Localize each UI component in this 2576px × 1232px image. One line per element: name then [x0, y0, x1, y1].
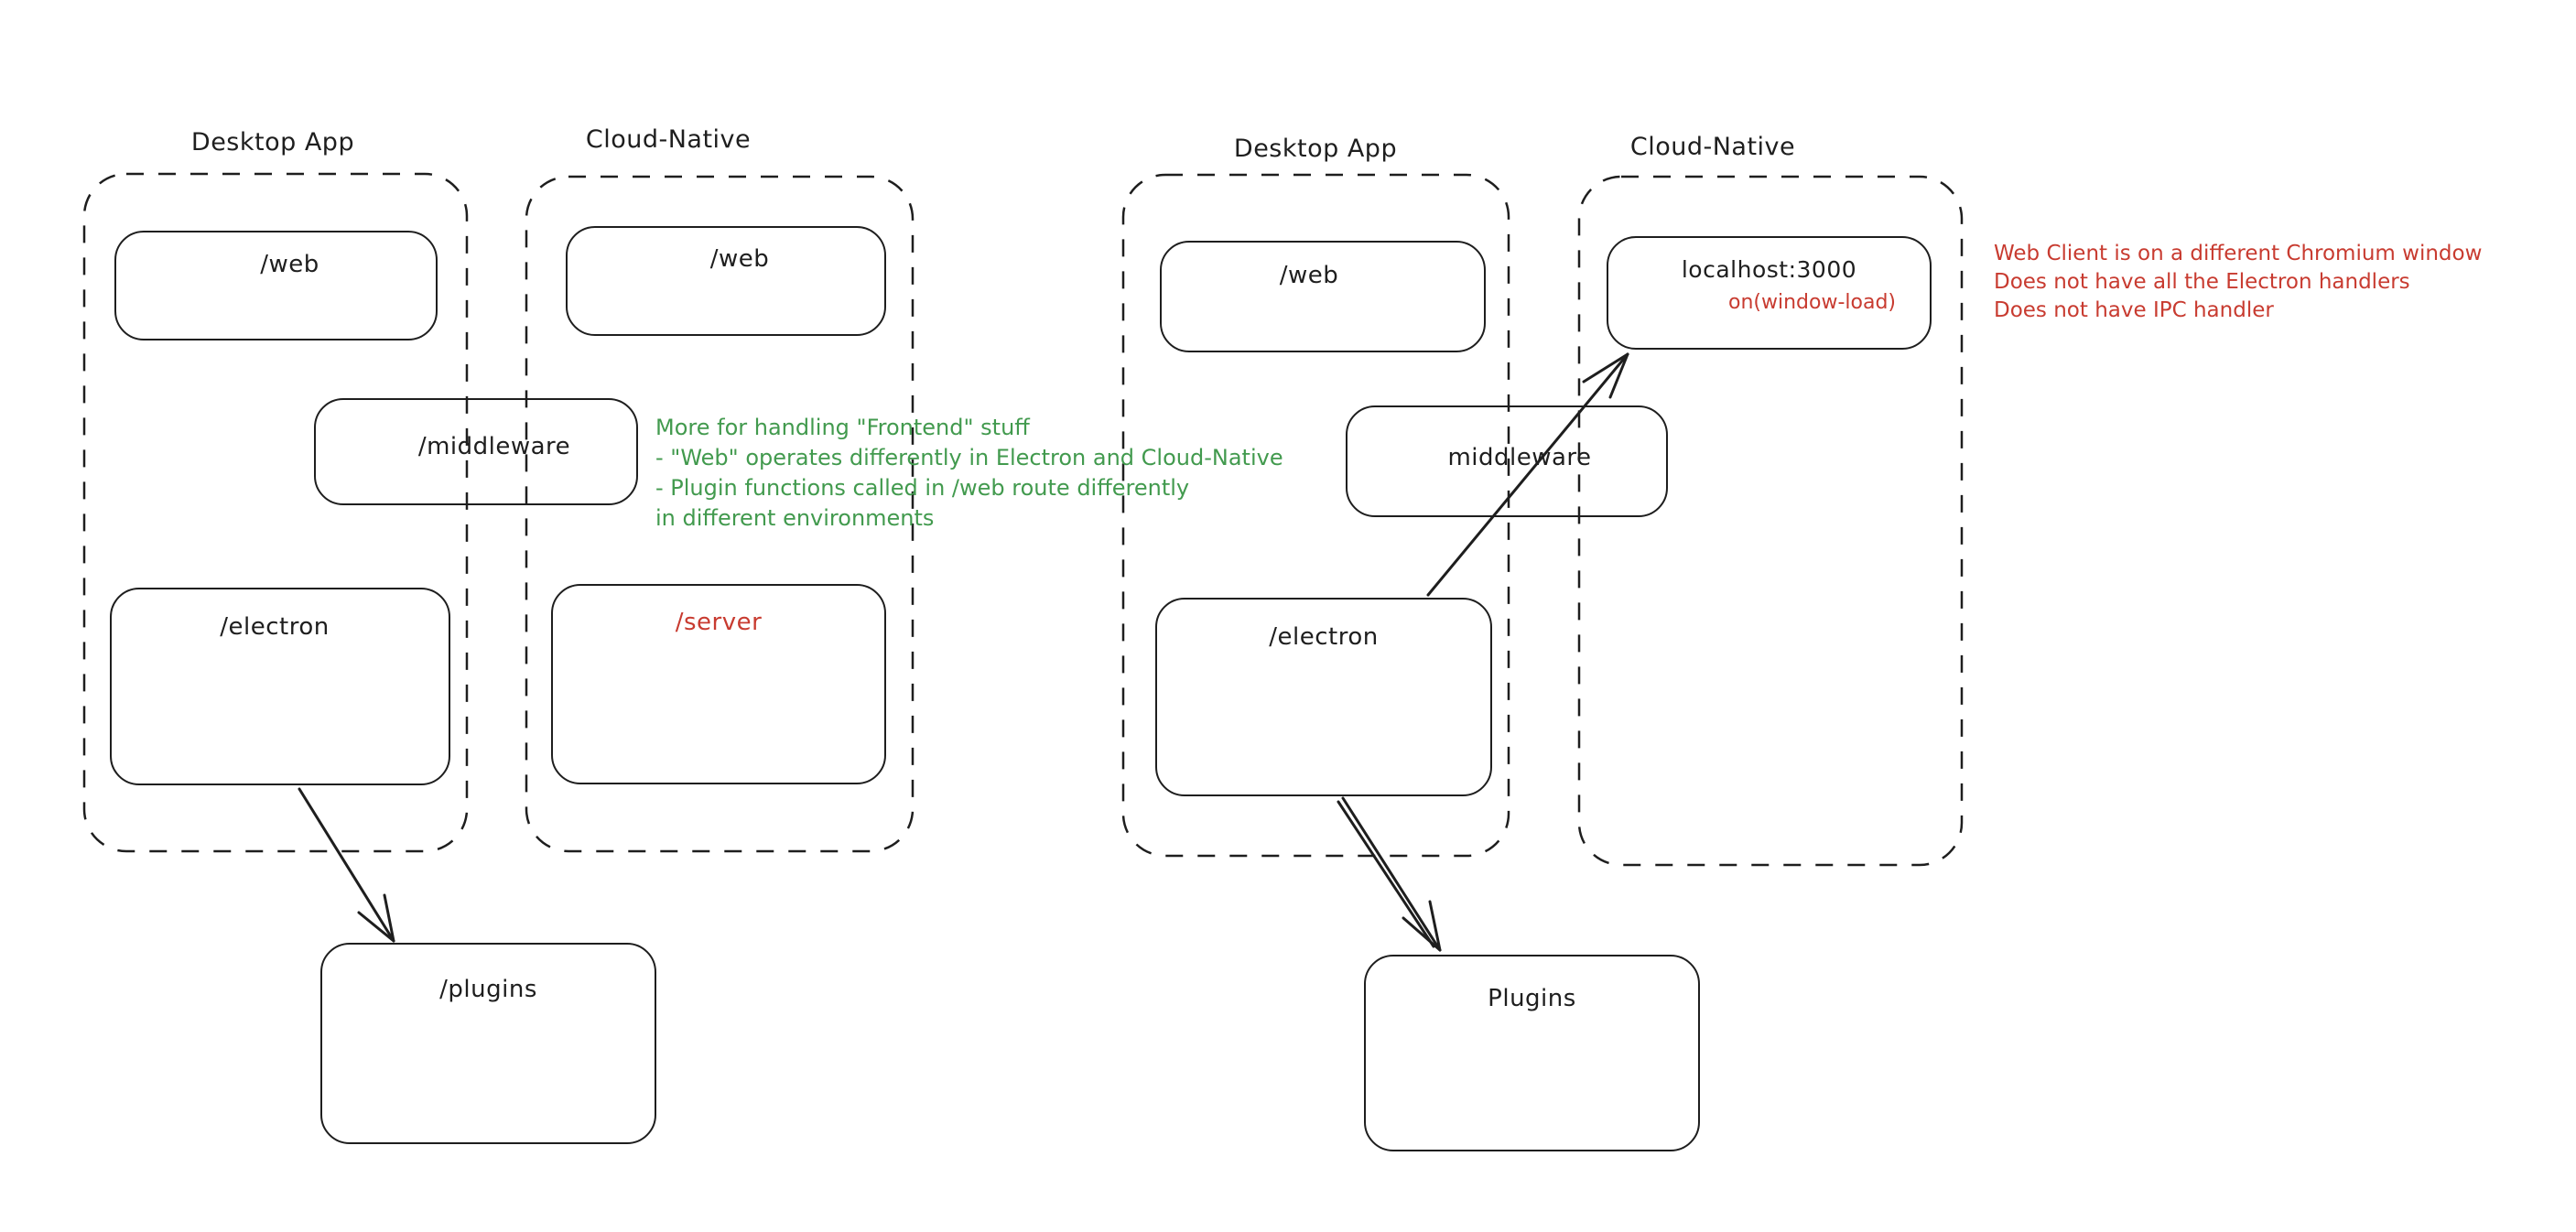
frontend-note-line-1: More for handling "Frontend" stuff — [655, 415, 1030, 440]
frontend-note-line-2: - "Web" operates differently in Electron… — [655, 445, 1283, 470]
server-box[interactable]: /server — [551, 584, 886, 784]
cloud-native-title-right: Cloud-Native — [1629, 133, 1796, 161]
localhost-box[interactable]: localhost:3000 on(window-load) — [1607, 236, 1932, 350]
frontend-note-line-4: in different environments — [655, 505, 935, 531]
cloud-native-container-right[interactable] — [1577, 175, 1964, 867]
electron-box-right-label: /electron — [1269, 623, 1379, 651]
electron-box-left-label: /electron — [220, 613, 330, 641]
cloud-native-title-left: Cloud-Native — [585, 125, 752, 154]
plugins-box-left[interactable]: /plugins — [320, 943, 656, 1144]
window-load-handler-label: on(window-load) — [1728, 291, 1896, 314]
middleware-box-left[interactable]: /middleware — [314, 398, 638, 505]
server-box-label: /server — [675, 609, 763, 636]
web-box-right-desktop[interactable]: /web — [1160, 241, 1486, 352]
frontend-note: More for handling "Frontend" stuff - "We… — [655, 413, 1283, 534]
electron-box-left[interactable]: /electron — [110, 588, 450, 785]
middleware-box-right-label: middleware — [1447, 444, 1592, 471]
plugins-box-left-label: /plugins — [439, 976, 537, 1003]
web-box-left-cloud[interactable]: /web — [566, 226, 886, 336]
arrow-electron-to-plugins-right[interactable] — [1337, 796, 1442, 952]
arrow-electron-to-localhost[interactable] — [1426, 352, 1629, 597]
web-box-left-desktop-label: /web — [260, 251, 319, 278]
electron-box-right[interactable]: /electron — [1155, 598, 1492, 796]
web-client-note-line-1: Web Client is on a different Chromium wi… — [1994, 242, 2483, 265]
web-client-note: Web Client is on a different Chromium wi… — [1994, 240, 2482, 325]
plugins-box-right[interactable]: Plugins — [1364, 955, 1700, 1151]
arrow-electron-to-plugins-left[interactable] — [298, 787, 395, 943]
localhost-box-label: localhost:3000 — [1681, 256, 1857, 283]
web-box-left-desktop[interactable]: /web — [114, 231, 438, 340]
web-box-left-cloud-label: /web — [709, 245, 770, 273]
web-client-note-line-3: Does not have IPC handler — [1994, 298, 2274, 322]
plugins-box-right-label: Plugins — [1488, 985, 1576, 1012]
middleware-box-right[interactable]: middleware — [1346, 405, 1668, 517]
web-client-note-line-2: Does not have all the Electron handlers — [1994, 270, 2410, 294]
middleware-box-left-label: /middleware — [417, 433, 571, 460]
frontend-note-line-3: - Plugin functions called in /web route … — [655, 475, 1190, 501]
desktop-app-title-left: Desktop App — [190, 128, 355, 157]
desktop-app-title-right: Desktop App — [1233, 135, 1398, 163]
web-box-right-desktop-label: /web — [1279, 262, 1339, 289]
